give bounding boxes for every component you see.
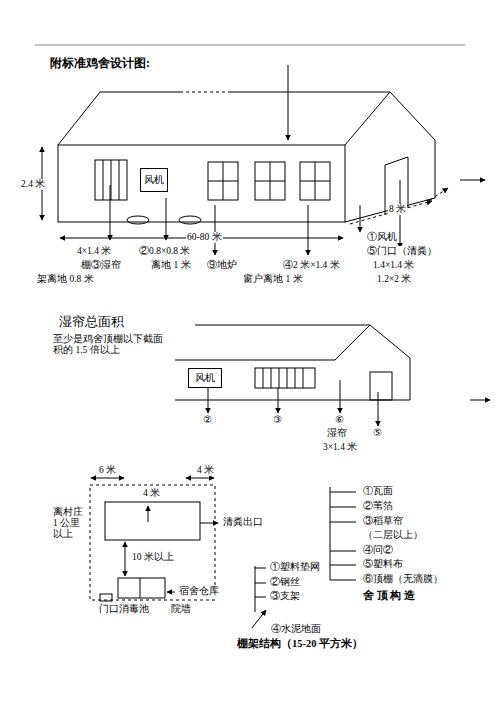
label: ②0.8×0.8 米 xyxy=(138,246,191,257)
label: ③支架 xyxy=(269,591,301,602)
label: ⑤门口（清粪） xyxy=(366,246,438,257)
label: 离地 1 米 xyxy=(150,260,192,271)
gable-wall xyxy=(345,92,435,222)
label: ④2 米×1.4 米 xyxy=(282,260,341,271)
label: ⑤ xyxy=(372,428,383,439)
label: 60-80 米 xyxy=(186,232,223,243)
fan-box: 风机 xyxy=(140,168,168,192)
label: 棚③湿帘 xyxy=(80,260,122,271)
label: 清粪出口 xyxy=(222,517,264,528)
label: ①塑料垫网 xyxy=(269,562,321,573)
label: 10 米以上 xyxy=(131,552,175,563)
label: 4 米 xyxy=(142,488,161,499)
node-text: 风机 xyxy=(144,173,164,187)
label: 1.2×2 米 xyxy=(376,274,412,285)
label: 湿帘 xyxy=(326,428,348,439)
label: ②苇箔 xyxy=(362,501,394,512)
label: 窗户离地 1 米 xyxy=(242,274,304,285)
fan-box: 风机 xyxy=(188,368,222,388)
label: ①瓦面 xyxy=(362,486,394,497)
label: ⑨地炉 xyxy=(206,260,238,271)
yard-wall xyxy=(90,485,215,600)
label: ⑥顶棚（无滴膜） xyxy=(362,574,444,585)
label: ④水泥地面 xyxy=(270,624,322,635)
label: 棚架结构（15-20 平方米） xyxy=(236,638,364,650)
label: 4×1.4 米 xyxy=(76,246,112,257)
label: （二层以上） xyxy=(362,530,424,541)
label: 1.4×1.4 米 xyxy=(372,260,415,271)
label: ③稻草帘 xyxy=(362,516,404,527)
label: 4 米 xyxy=(196,465,215,476)
house-plan xyxy=(105,502,200,540)
label: ①风机 xyxy=(366,232,398,243)
door xyxy=(385,157,408,215)
node-text: 风机 xyxy=(195,371,215,385)
label: ② xyxy=(202,415,213,426)
roof xyxy=(58,92,390,145)
label: 3×1.4 米 xyxy=(322,442,358,453)
label: 6 米 xyxy=(98,465,117,476)
label: ③ xyxy=(272,415,283,426)
title: 附标准鸡舍设计图: xyxy=(50,55,150,72)
label: ④问② xyxy=(362,545,394,556)
label: 院墙 xyxy=(170,604,192,615)
front-wall xyxy=(58,145,345,222)
label: ⑥ xyxy=(334,415,345,426)
label: 至少是鸡舍顶棚以下截面积的 1.5 倍以上 xyxy=(52,334,166,356)
label: 2.4 米 xyxy=(20,179,46,190)
label: 离村庄 1 公里 以上 xyxy=(52,507,88,540)
side-house xyxy=(175,325,410,400)
label: ⑤塑料布 xyxy=(362,559,404,570)
label: 8 米 xyxy=(388,204,407,215)
label: 湿帘总面积 xyxy=(58,315,125,330)
label: 架离地 0.8 米 xyxy=(36,274,95,285)
label: ②钢丝 xyxy=(269,577,301,588)
label: 舍 顶 构 造 xyxy=(362,590,416,602)
label: 宿舍仓库 xyxy=(178,586,220,597)
label: 门口消毒池 xyxy=(98,604,150,615)
